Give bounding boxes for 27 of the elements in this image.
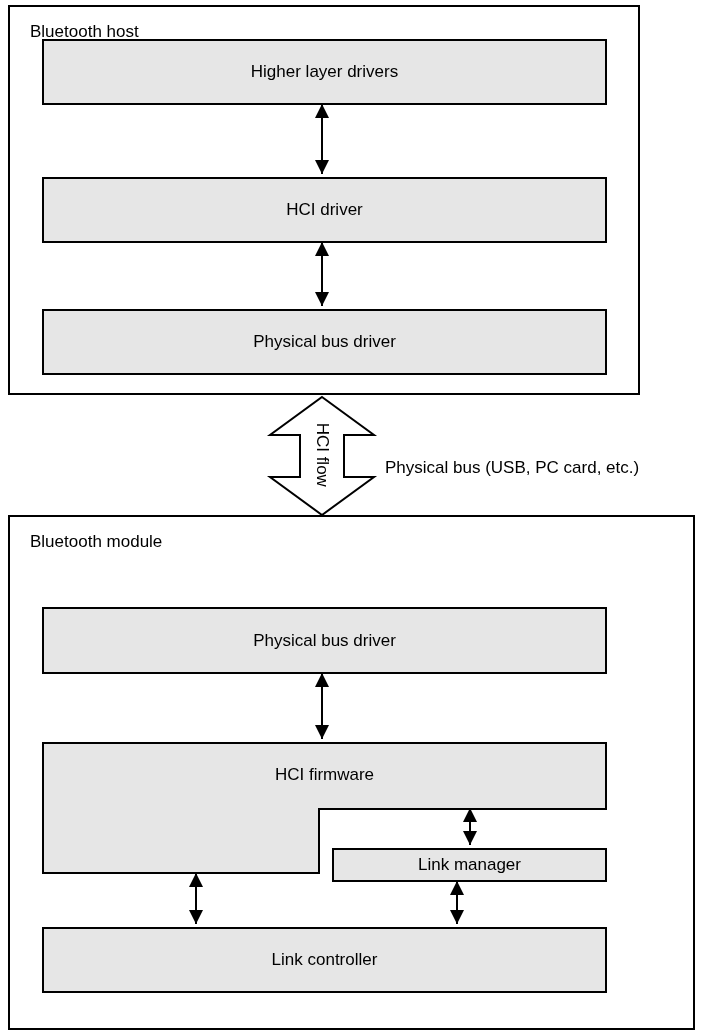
layer-box	[42, 607, 607, 674]
container-title: Bluetooth module	[30, 531, 163, 553]
double-block-arrow	[266, 395, 378, 517]
bus-label: Physical bus (USB, PC card, etc.)	[385, 457, 640, 479]
container-title: Bluetooth host	[30, 21, 139, 43]
layer-box	[42, 39, 607, 105]
layer-box	[332, 848, 607, 882]
double-arrow	[189, 872, 203, 925]
box-label: Link manager	[418, 854, 521, 877]
l-shaped-box	[42, 742, 607, 874]
container-box	[8, 515, 695, 1030]
edge-label: HCI flow	[311, 422, 333, 488]
box-label: Physical bus driver	[253, 629, 396, 652]
double-arrow	[315, 103, 329, 175]
box-label: Physical bus driver	[253, 331, 396, 354]
layer-box	[42, 309, 607, 375]
layer-box	[42, 927, 607, 993]
double-arrow	[315, 672, 329, 740]
double-arrow	[463, 807, 477, 846]
box-label: HCI driver	[286, 199, 363, 222]
container-box	[8, 5, 640, 395]
box-label: Link controller	[271, 949, 378, 972]
double-arrow	[315, 241, 329, 307]
layer-box	[42, 177, 607, 243]
box-label: HCI firmware	[274, 764, 375, 786]
box-label: Higher layer drivers	[250, 61, 399, 84]
double-arrow	[450, 880, 464, 925]
